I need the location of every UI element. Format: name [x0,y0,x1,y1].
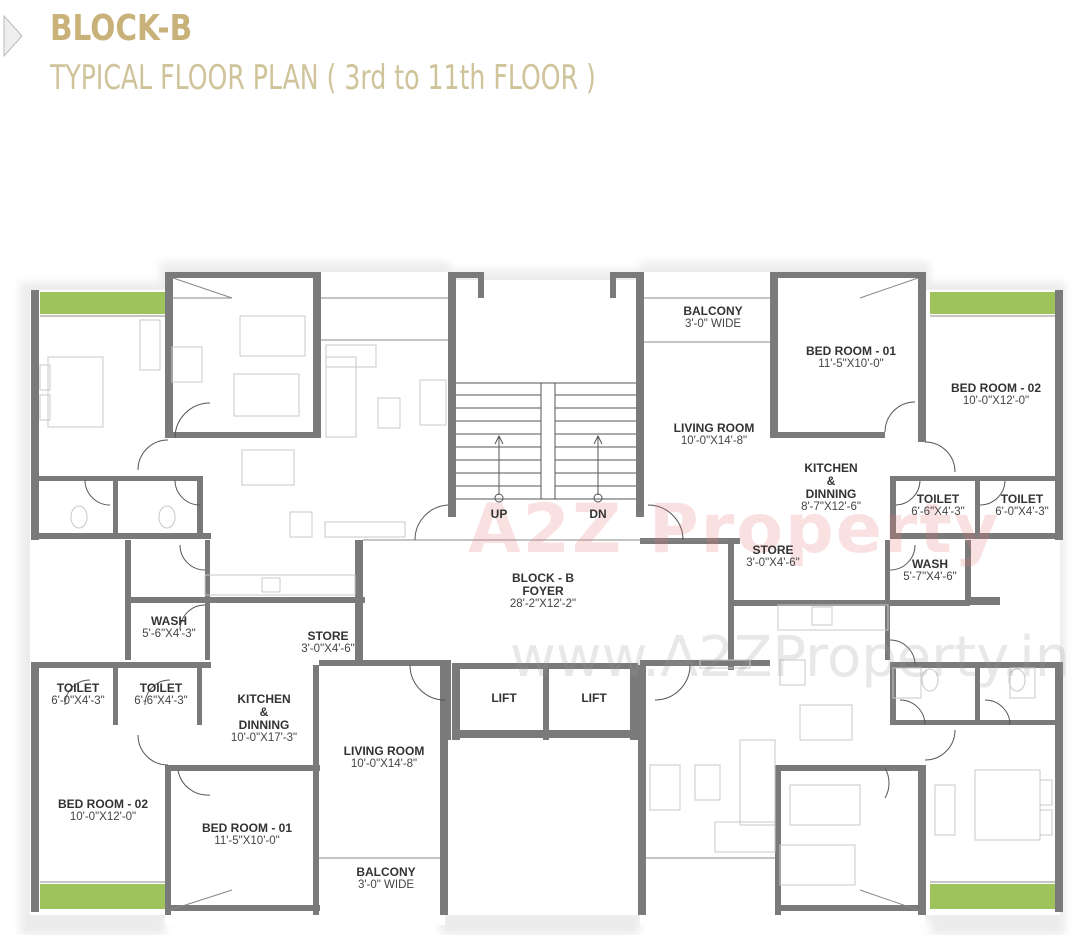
chevron-right-icon [3,14,23,58]
page-title: BLOCK-B [50,8,193,49]
planter [40,292,1055,909]
page-subtitle: TYPICAL FLOOR PLAN ( 3rd to 11th FLOOR ) [50,58,596,98]
room-label-lift-1: LIFT [491,691,517,705]
furniture [39,315,1053,886]
doors [64,401,1011,799]
stair-down-label: DN [589,507,607,521]
walls [31,272,1063,915]
room-label-lift-2: LIFT [581,691,607,705]
staircase [456,382,636,503]
stair-up-label: UP [490,507,508,521]
